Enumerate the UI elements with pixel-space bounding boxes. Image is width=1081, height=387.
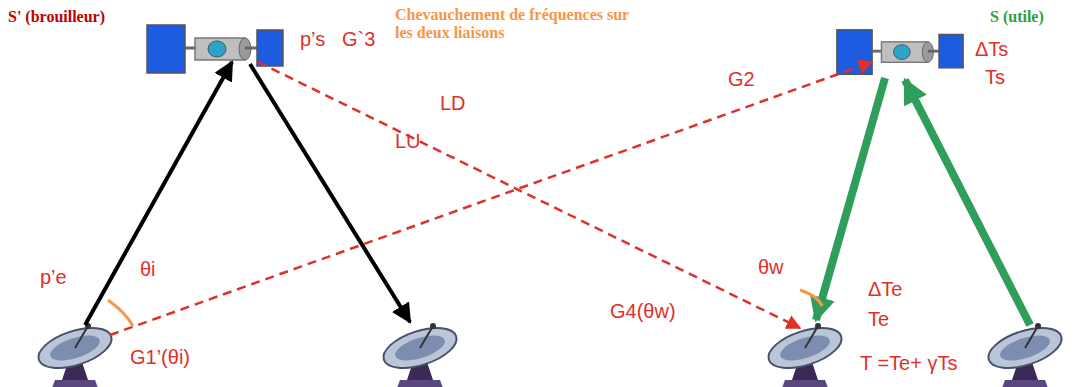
satellite-title: S (utile)	[990, 8, 1044, 26]
gain-label: G1’(θi)	[130, 346, 190, 369]
overlap-note: Chevauchement de fréquences sur les deux…	[395, 6, 640, 43]
earth-station	[379, 320, 462, 387]
angle-label: θi	[140, 258, 156, 281]
earth-station	[984, 320, 1067, 387]
satellite-useful	[837, 30, 963, 75]
angle-arc	[108, 300, 133, 326]
power-label: p’s	[300, 28, 325, 51]
interference-downlink	[258, 62, 800, 328]
temperature-label: ΔTe	[868, 278, 902, 301]
loss-label: LD	[440, 92, 466, 115]
angle-label: θw	[758, 256, 784, 279]
loss-label: LU	[395, 130, 421, 153]
earth-station	[764, 320, 847, 387]
temperature-label: T =Te+ γTs	[860, 352, 957, 375]
downlink-arrow	[250, 64, 410, 322]
angle-arc	[800, 290, 822, 306]
temperature-label: ΔTs	[975, 38, 1008, 61]
satellite-interferer	[147, 25, 283, 73]
power-label: p’e	[40, 266, 67, 289]
gain-label: G2	[728, 68, 755, 91]
earth-station	[34, 320, 117, 387]
satellite-title: S' (brouilleur)	[8, 8, 105, 26]
interference-uplink	[110, 62, 872, 335]
temperature-label: Ts	[985, 66, 1005, 89]
gain-label: G`3	[342, 28, 375, 51]
temperature-label: Te	[868, 308, 889, 331]
useful-uplink	[905, 80, 1030, 325]
uplink-arrow	[85, 62, 232, 325]
gain-label: G4(θw)	[610, 300, 676, 323]
